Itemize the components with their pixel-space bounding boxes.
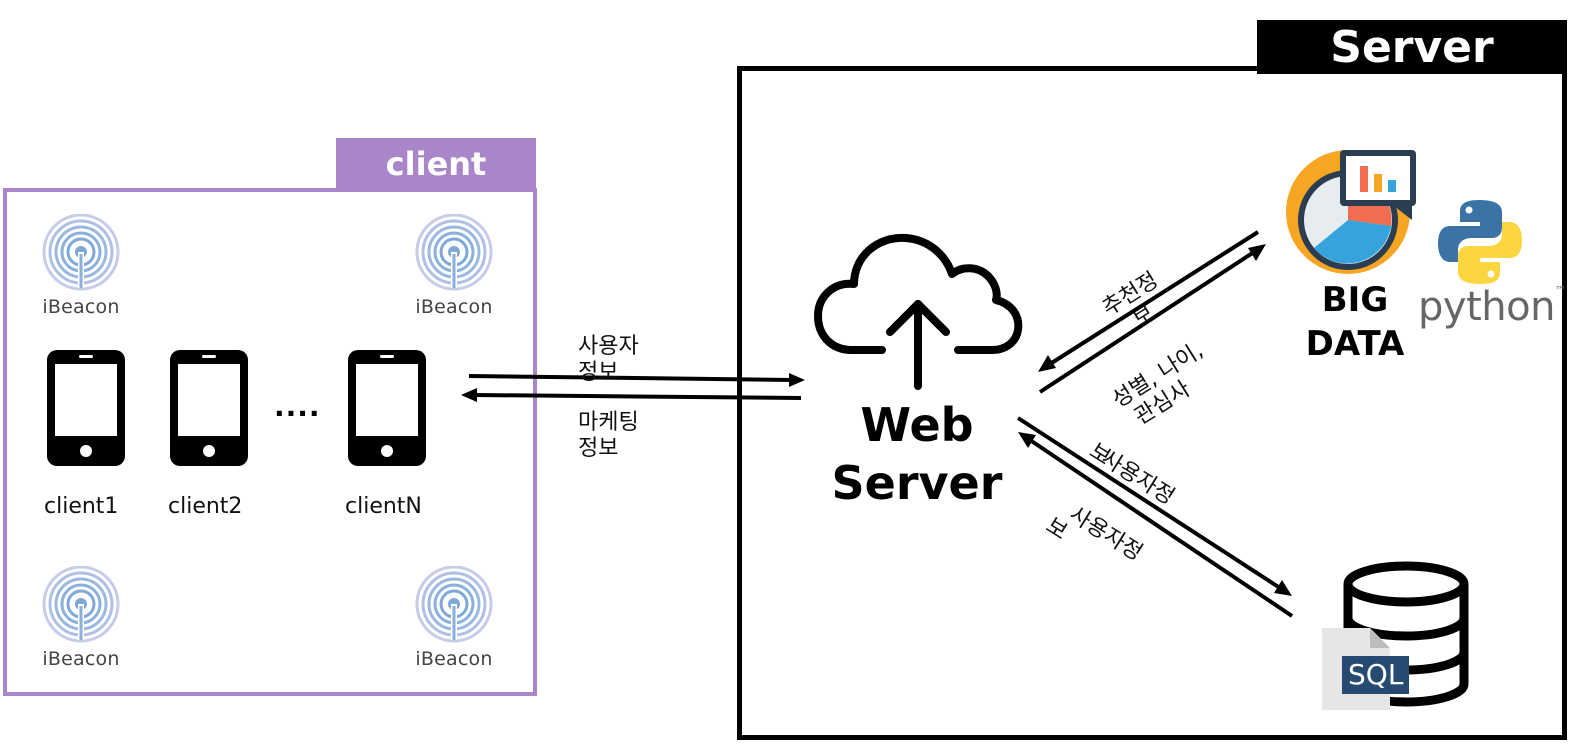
ibeacon-label: iBeacon	[42, 648, 120, 670]
python-logo-icon	[1438, 200, 1522, 284]
ibeacon-label: iBeacon	[415, 296, 493, 318]
big-data-chart-icon	[1286, 150, 1416, 274]
ibeacon-bottom-right: iBeacon	[409, 566, 499, 670]
client2-label: client2	[168, 494, 243, 519]
client-panel-title: client	[336, 138, 536, 190]
server-panel	[737, 66, 1567, 740]
client1-label: client1	[44, 494, 119, 519]
ibeacon-top-right: iBeacon	[409, 214, 499, 318]
bigdata-arrows	[1038, 230, 1266, 394]
python-label: python	[1418, 284, 1555, 330]
sql-label: SQL	[1342, 656, 1410, 694]
smartphone-icon	[348, 350, 426, 466]
server-panel-title: Server	[1257, 20, 1567, 74]
smartphone-icon	[47, 350, 125, 466]
smartphone-icon	[170, 350, 248, 466]
ibeacon-top-left: iBeacon	[36, 214, 126, 318]
ibeacon-icon	[42, 566, 120, 643]
flow-label-user-info: 사용자 정보	[578, 334, 639, 385]
ibeacon-label: iBeacon	[42, 296, 120, 318]
big-data-label: BIG DATA	[1305, 280, 1405, 364]
ibeacon-label: iBeacon	[415, 648, 493, 670]
clients-ellipsis: ....	[274, 390, 321, 423]
python-trademark: ™	[1554, 284, 1566, 297]
client-panel	[3, 188, 537, 696]
ibeacon-icon	[42, 214, 120, 291]
clientN-label: clientN	[345, 494, 422, 519]
python-wordmark: python™	[1418, 284, 1566, 330]
cloud-upload-icon	[814, 233, 1023, 390]
ibeacon-icon	[415, 566, 493, 643]
ibeacon-bottom-left: iBeacon	[36, 566, 126, 670]
sql-arrows	[1016, 416, 1294, 618]
flow-label-marketing-info: 마케팅 정보	[578, 410, 639, 461]
web-server-title: Web Server	[831, 398, 1003, 510]
ibeacon-icon	[415, 214, 493, 291]
